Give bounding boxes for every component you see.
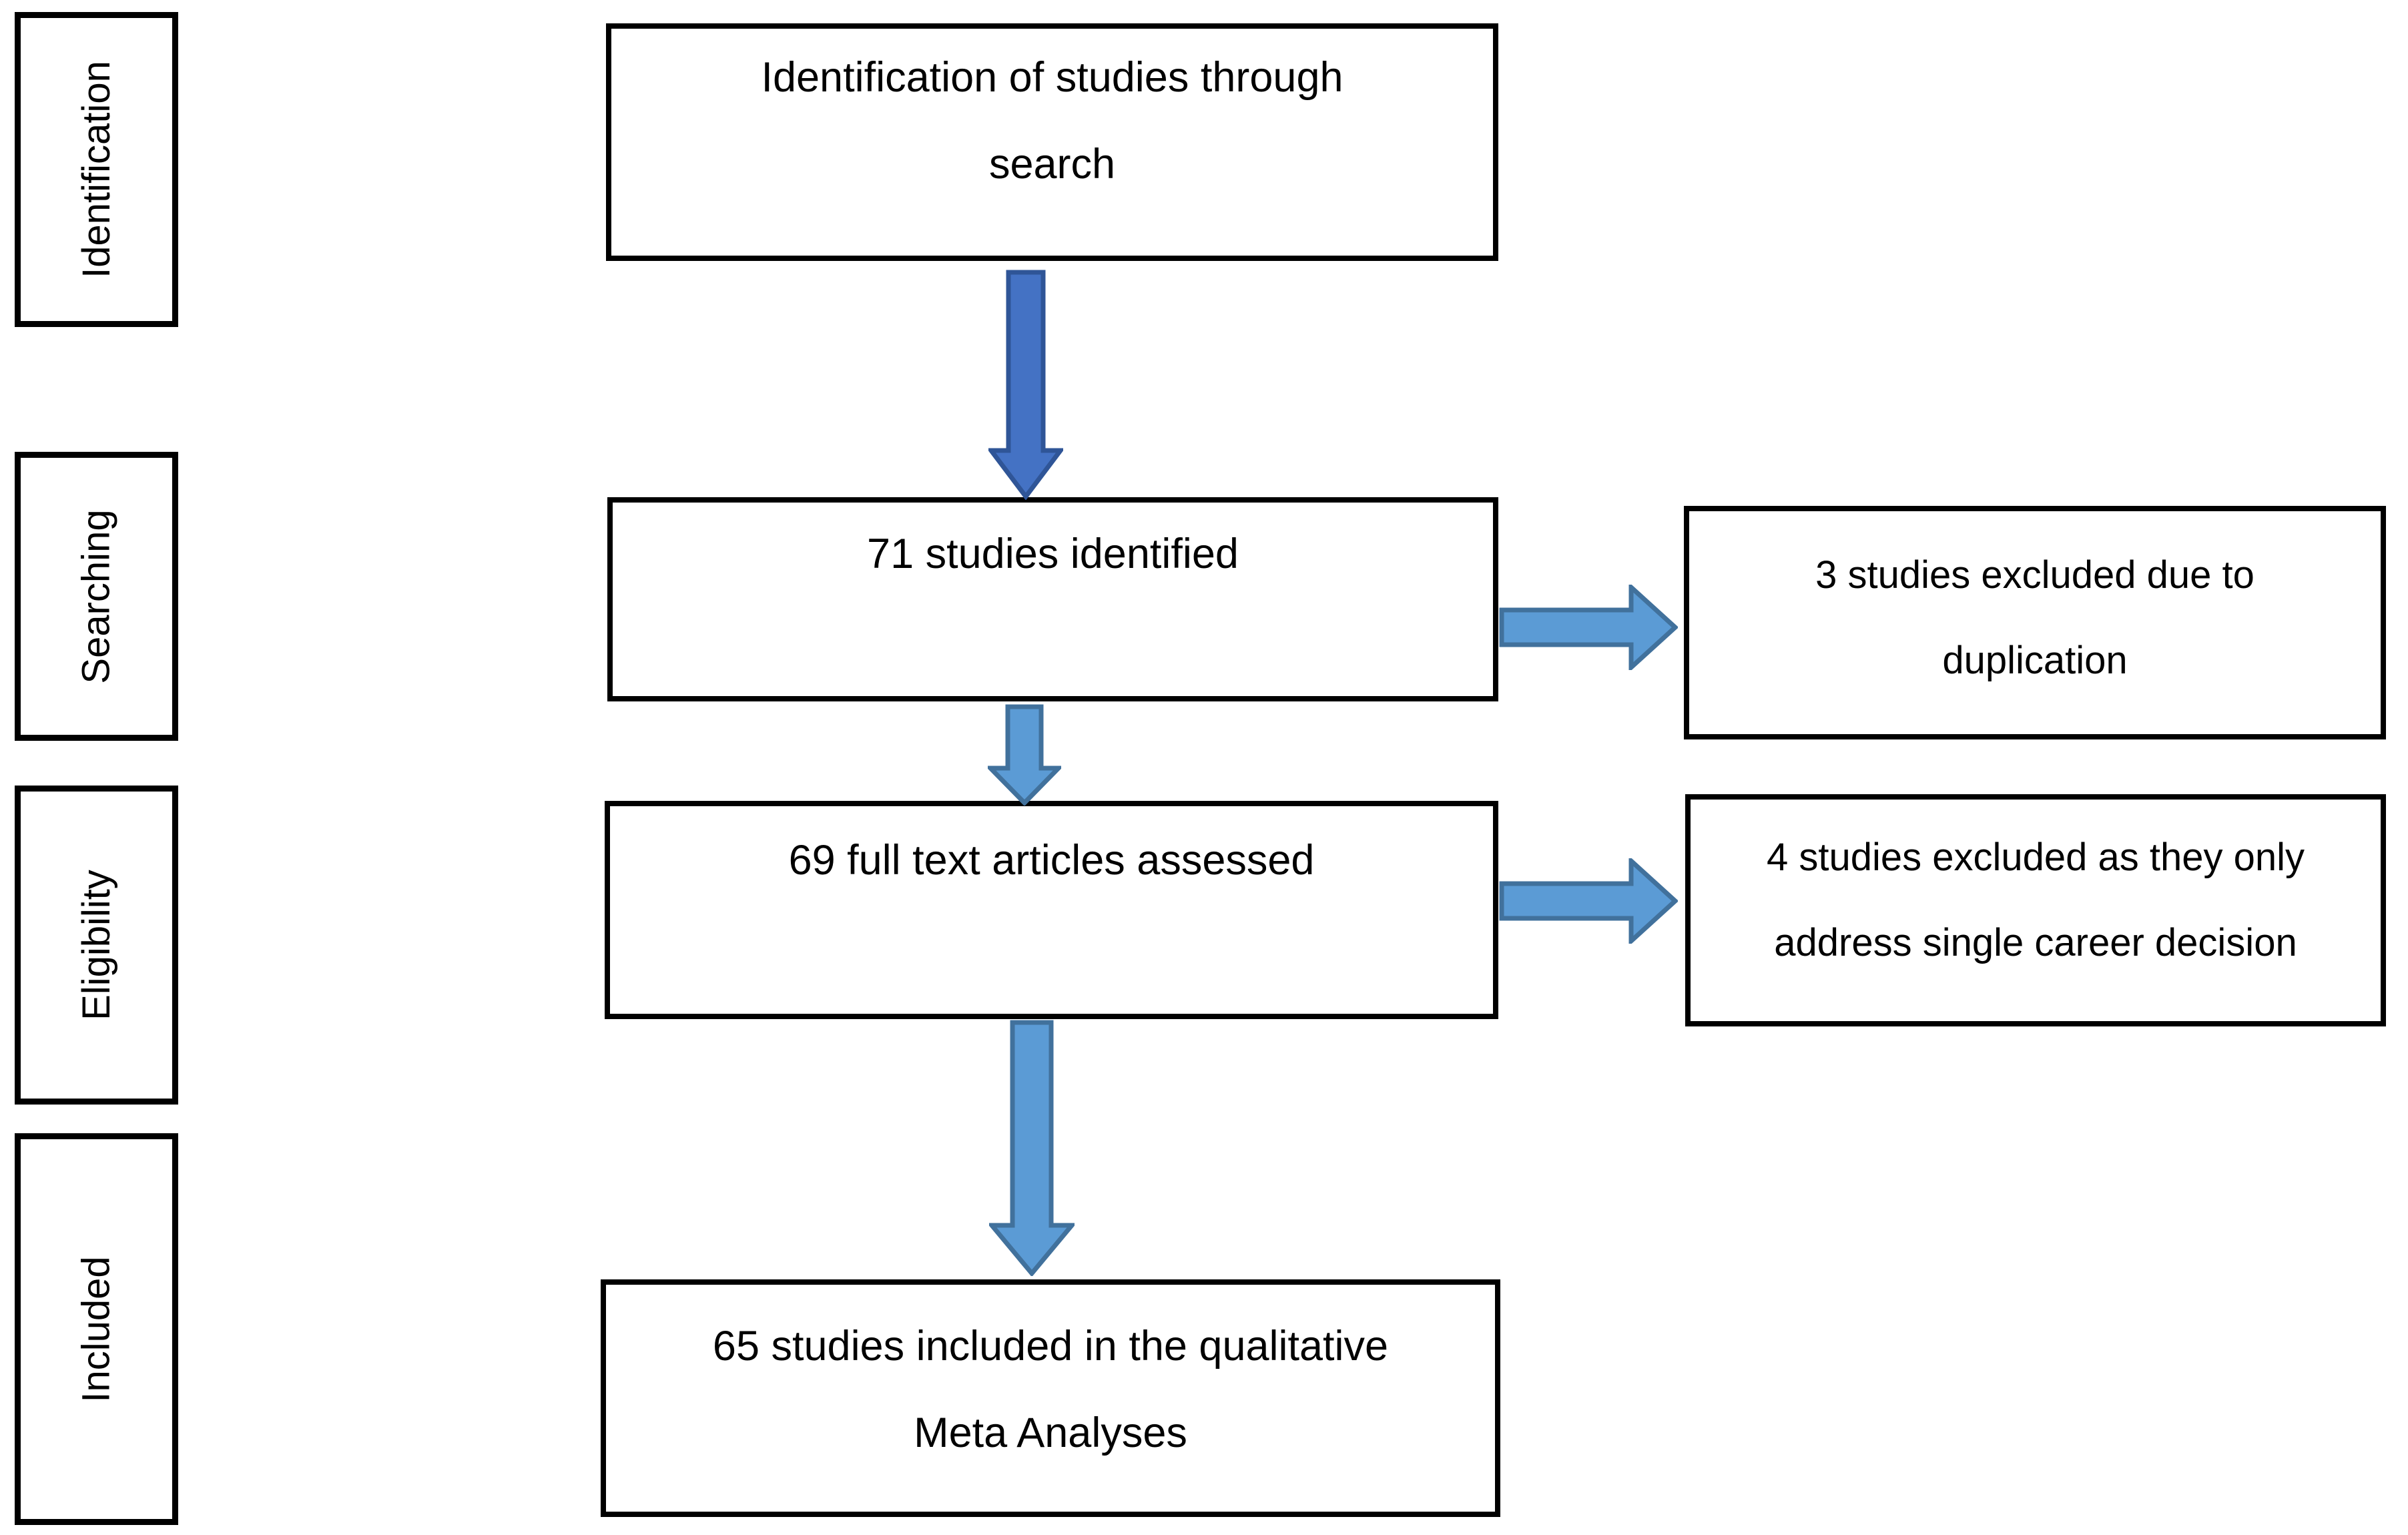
stage-label-identification: Identification: [74, 61, 118, 278]
right-arrow-2-icon: [1499, 858, 1678, 944]
flow-box-text-line: Identification of studies through: [761, 54, 1343, 101]
stage-label-eligibility: Eligibility: [74, 870, 118, 1020]
flow-box-text-line: 65 studies included in the qualitative: [712, 1323, 1389, 1369]
exclusion-box-text-line: duplication: [1942, 639, 2128, 682]
right-arrow-2-shape: [1499, 858, 1678, 944]
right-arrow-1-shape: [1499, 585, 1678, 670]
down-arrow-2-shape: [988, 704, 1061, 806]
flow-box-text-line: Meta Analyses: [914, 1410, 1187, 1456]
flow-box-text-line: search: [988, 141, 1116, 188]
exclusion-box-single-career: 4 studies excluded as they only address …: [1685, 794, 2386, 1026]
right-arrow-1-icon: [1499, 585, 1678, 670]
exclusion-box-text-line: 4 studies excluded as they only: [1766, 836, 2305, 879]
down-arrow-2-icon: [988, 704, 1061, 806]
flow-box-identification-of-studies: Identification of studies through search: [606, 23, 1498, 261]
down-arrow-1-shape: [988, 270, 1063, 500]
stage-box-included: Included: [15, 1133, 178, 1525]
flow-box-text-line: 69 full text articles assessed: [788, 837, 1315, 884]
flow-box-full-text-assessed: 69 full text articles assessed: [605, 801, 1498, 1019]
down-arrow-1-icon: [988, 270, 1063, 500]
stage-box-eligibility: Eligibility: [15, 786, 178, 1105]
flow-box-studies-identified: 71 studies identified: [607, 497, 1498, 701]
stage-label-searching: Searching: [74, 509, 118, 684]
stage-box-identification: Identification: [15, 12, 178, 327]
flow-box-studies-included: 65 studies included in the qualitative M…: [601, 1279, 1500, 1517]
stage-label-included: Included: [74, 1255, 118, 1403]
exclusion-box-text-line: address single career decision: [1774, 921, 2297, 964]
down-arrow-3-icon: [989, 1020, 1075, 1276]
down-arrow-3-shape: [989, 1020, 1075, 1276]
exclusion-box-duplication: 3 studies excluded due to duplication: [1684, 506, 2386, 739]
exclusion-box-text-line: 3 studies excluded due to: [1815, 553, 2254, 597]
flow-box-text-line: 71 studies identified: [867, 531, 1239, 577]
stage-box-searching: Searching: [15, 452, 178, 741]
